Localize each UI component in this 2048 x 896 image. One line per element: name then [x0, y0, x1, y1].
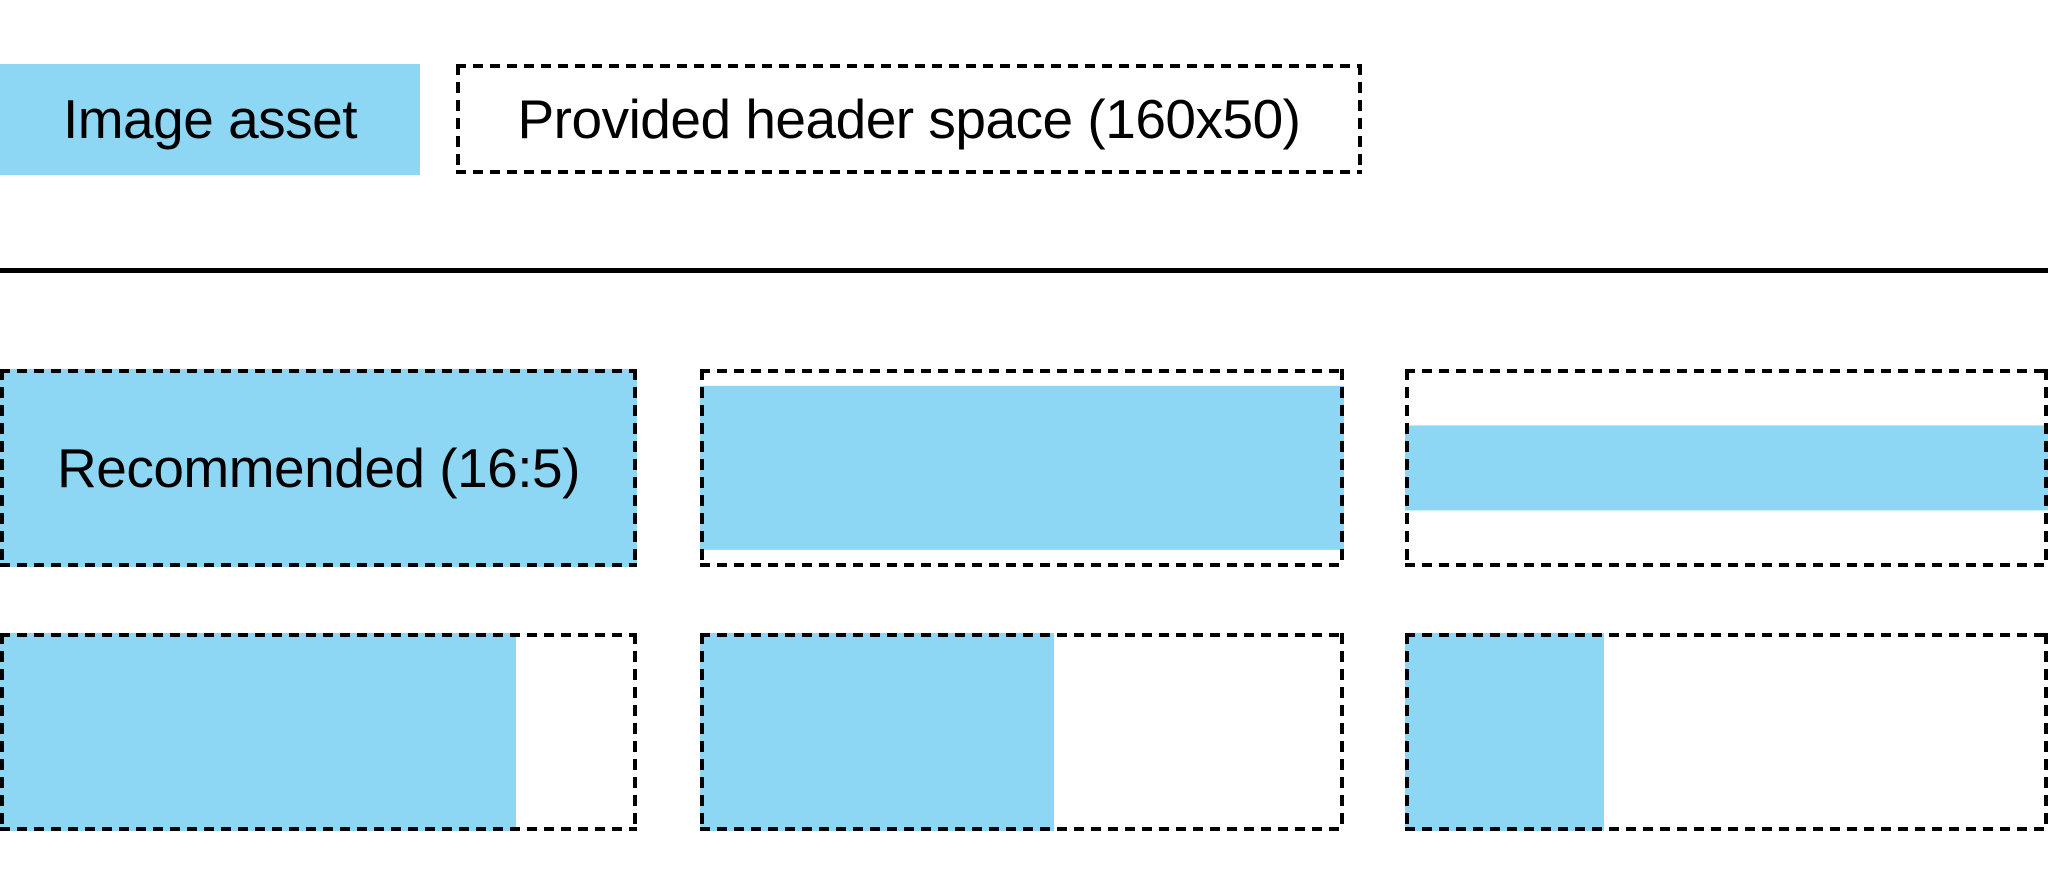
- legend-header-space-box: Provided header space (160x50): [456, 64, 1362, 174]
- example-tall-pillarbox-medium: [700, 633, 1344, 831]
- legend-image-asset-swatch: Image asset: [0, 64, 420, 175]
- cell-label: [700, 369, 1344, 567]
- cell-label: [700, 633, 1344, 831]
- cell-label: [1405, 369, 2048, 567]
- legend-image-asset-label: Image asset: [62, 88, 358, 150]
- example-wide-letterbox-small: [700, 369, 1344, 567]
- legend-header-space-label: Provided header space (160x50): [517, 87, 1301, 150]
- cell-label: [0, 633, 637, 831]
- cell-label: Recommended (16:5): [57, 436, 580, 499]
- cell-label: [1405, 633, 2048, 831]
- divider-line: [0, 268, 2048, 273]
- example-recommended-16-5: Recommended (16:5): [0, 369, 637, 567]
- example-tall-pillarbox-small: [0, 633, 637, 831]
- example-wide-letterbox-large: [1405, 369, 2048, 567]
- example-tall-pillarbox-large: [1405, 633, 2048, 831]
